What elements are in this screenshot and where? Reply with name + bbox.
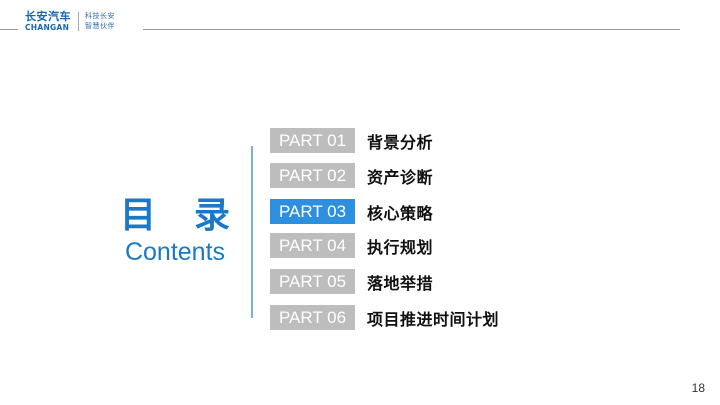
toc-label: 资产诊断	[367, 167, 434, 187]
toc-item-part-03[interactable]: PART 03 核心策略	[270, 199, 433, 224]
toc-label: 落地举措	[367, 273, 434, 293]
part-badge: PART 01	[270, 128, 355, 153]
title-english: Contents	[124, 238, 226, 266]
toc-label: 项目推进时间计划	[367, 309, 500, 329]
part-badge: PART 06	[270, 305, 355, 330]
toc-label: 核心策略	[367, 203, 434, 223]
toc-item-part-04[interactable]: PART 04 执行规划	[270, 233, 433, 258]
toc-item-part-02[interactable]: PART 02 资产诊断	[270, 163, 433, 188]
contents-title: 目 录 Contents	[112, 196, 238, 267]
toc-label: 背景分析	[367, 132, 434, 152]
part-badge: PART 02	[270, 163, 355, 188]
title-chinese: 目 录	[112, 196, 238, 236]
slogan-line-1: 科技长安	[85, 12, 115, 20]
vertical-divider	[251, 146, 253, 318]
toc-item-part-05[interactable]: PART 05 落地举措	[270, 269, 433, 294]
header-rule-right	[143, 29, 680, 30]
logo-wordmark: 长安汽车 CHANGAN	[25, 9, 71, 32]
part-badge: PART 04	[270, 233, 355, 258]
toc-label: 执行规划	[367, 237, 434, 257]
changan-logo: 长安汽车 CHANGAN 科技长安 智慧伙伴	[25, 9, 115, 33]
part-badge: PART 05	[270, 269, 355, 294]
title-char-2: 录	[193, 195, 230, 236]
logo-separator	[78, 11, 79, 31]
logo-chinese-name: 长安汽车	[25, 9, 71, 23]
logo-slogan: 科技长安 智慧伙伴	[85, 11, 115, 31]
slogan-line-2: 智慧伙伴	[85, 22, 115, 30]
toc-item-part-01[interactable]: PART 01 背景分析	[270, 128, 433, 153]
toc-item-part-06[interactable]: PART 06 项目推进时间计划	[270, 305, 499, 330]
logo-english-name: CHANGAN	[25, 22, 70, 32]
page-number: 18	[691, 381, 705, 395]
title-char-1: 目	[120, 195, 157, 236]
part-badge-active: PART 03	[270, 199, 355, 224]
header-rule-left	[0, 29, 18, 30]
